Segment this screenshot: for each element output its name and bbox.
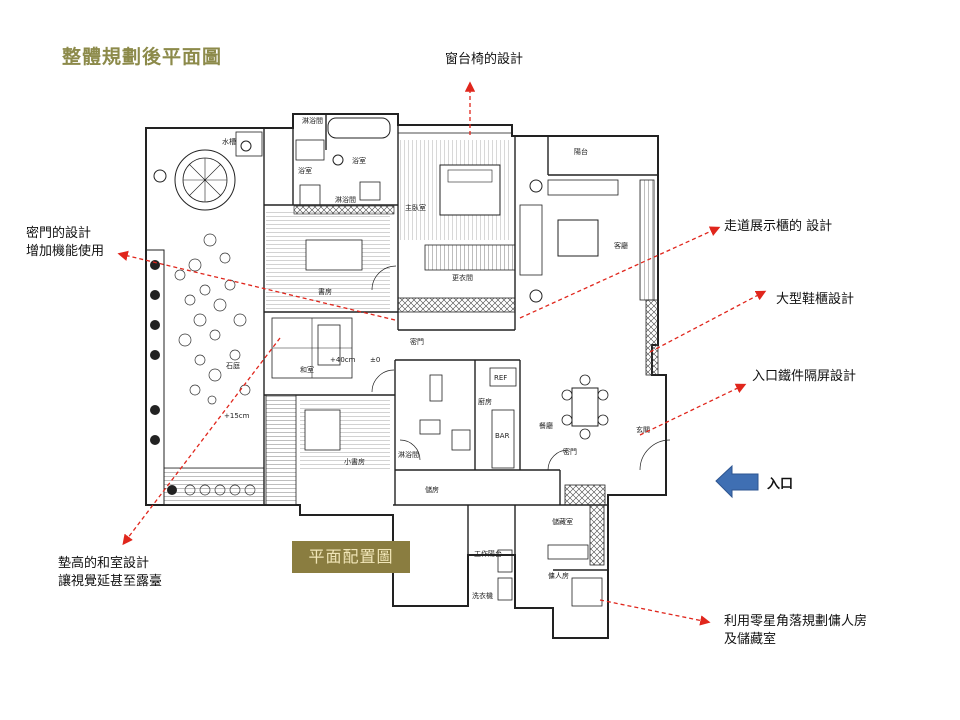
room-label-tatami: 和室 bbox=[300, 365, 314, 374]
room-label-study: 書房 bbox=[318, 287, 332, 296]
room-label-foyer: 玄關 bbox=[636, 425, 650, 434]
stepping-stones bbox=[174, 233, 251, 405]
room-label-utility: 工作陽台 bbox=[474, 549, 502, 558]
page-title: 整體規劃後平面圖 bbox=[62, 46, 223, 68]
room-label-bar: BAR bbox=[495, 432, 510, 440]
annotation-maid-room-line1: 利用零星角落規劃傭人房 bbox=[724, 614, 868, 629]
plan-label: 平面配置圖 bbox=[292, 541, 410, 573]
annotation-maid-room: 利用零星角落規劃傭人房 及儲藏室 bbox=[724, 613, 867, 649]
room-label-hidden-door-b: 密門 bbox=[563, 447, 577, 456]
level-0: ±0 bbox=[370, 356, 380, 364]
annotation-tatami-line2: 讓視覺延甚至露臺 bbox=[58, 574, 163, 589]
room-label-laundry: 洗衣機 bbox=[472, 591, 493, 600]
room-label-shower-2: 淋浴間 bbox=[398, 450, 419, 459]
room-label-small-study: 小書房 bbox=[344, 457, 365, 466]
entrance-label: 入口 bbox=[767, 477, 794, 492]
room-label-dressing: 更衣間 bbox=[452, 273, 473, 282]
inner-walls bbox=[263, 114, 658, 571]
room-label-shower: 淋浴間 bbox=[335, 195, 356, 204]
annotation-iron-screen: 入口鐵件隔屏設計 bbox=[752, 369, 857, 384]
room-label-bath-c: 浴室 bbox=[298, 166, 312, 175]
annotation-window-seat: 窗台椅的設計 bbox=[445, 52, 524, 67]
entrance-arrow-icon bbox=[715, 464, 759, 499]
room-label-dining: 餐廳 bbox=[539, 421, 553, 430]
annotation-shoe-cabinet: 大型鞋櫃設計 bbox=[776, 292, 855, 307]
plants bbox=[150, 260, 177, 495]
room-label-bath-b: 浴室 bbox=[352, 156, 366, 165]
room-label-kitchen: 廚房 bbox=[478, 397, 492, 406]
room-label-ref: REF bbox=[494, 374, 507, 382]
annotation-hidden-door: 密門的設計 增加機能使用 bbox=[26, 225, 104, 261]
room-label-balcony: 陽台 bbox=[574, 147, 588, 156]
annotation-tatami: 墊高的和室設計 讓視覺延甚至露臺 bbox=[58, 555, 162, 591]
level-15: +15cm bbox=[224, 412, 250, 420]
room-label-water: 水槽 bbox=[222, 137, 236, 146]
room-label-storage: 儲藏室 bbox=[552, 517, 573, 526]
level-40: +40cm bbox=[330, 356, 356, 364]
annotation-tatami-line1: 墊高的和室設計 bbox=[58, 556, 150, 571]
annotation-arrows bbox=[117, 81, 767, 626]
annotation-hidden-door-line1: 密門的設計 bbox=[26, 226, 92, 241]
flowers bbox=[184, 484, 256, 496]
annotation-hidden-door-line2: 增加機能使用 bbox=[26, 244, 105, 259]
room-label-corridor: 儲房 bbox=[425, 485, 439, 494]
room-label-bath-a: 淋浴間 bbox=[302, 116, 323, 125]
room-label-master: 主臥室 bbox=[405, 203, 426, 212]
room-label-living: 客廳 bbox=[614, 241, 628, 250]
room-label-maid: 傭人房 bbox=[548, 571, 569, 580]
annotation-corridor-cabinet: 走道展示櫃的 設計 bbox=[724, 219, 833, 234]
annotation-maid-room-line2: 及儲藏室 bbox=[724, 632, 777, 647]
room-label-rock: 石庭 bbox=[226, 361, 240, 370]
room-label-hidden-door-a: 密門 bbox=[410, 337, 424, 346]
